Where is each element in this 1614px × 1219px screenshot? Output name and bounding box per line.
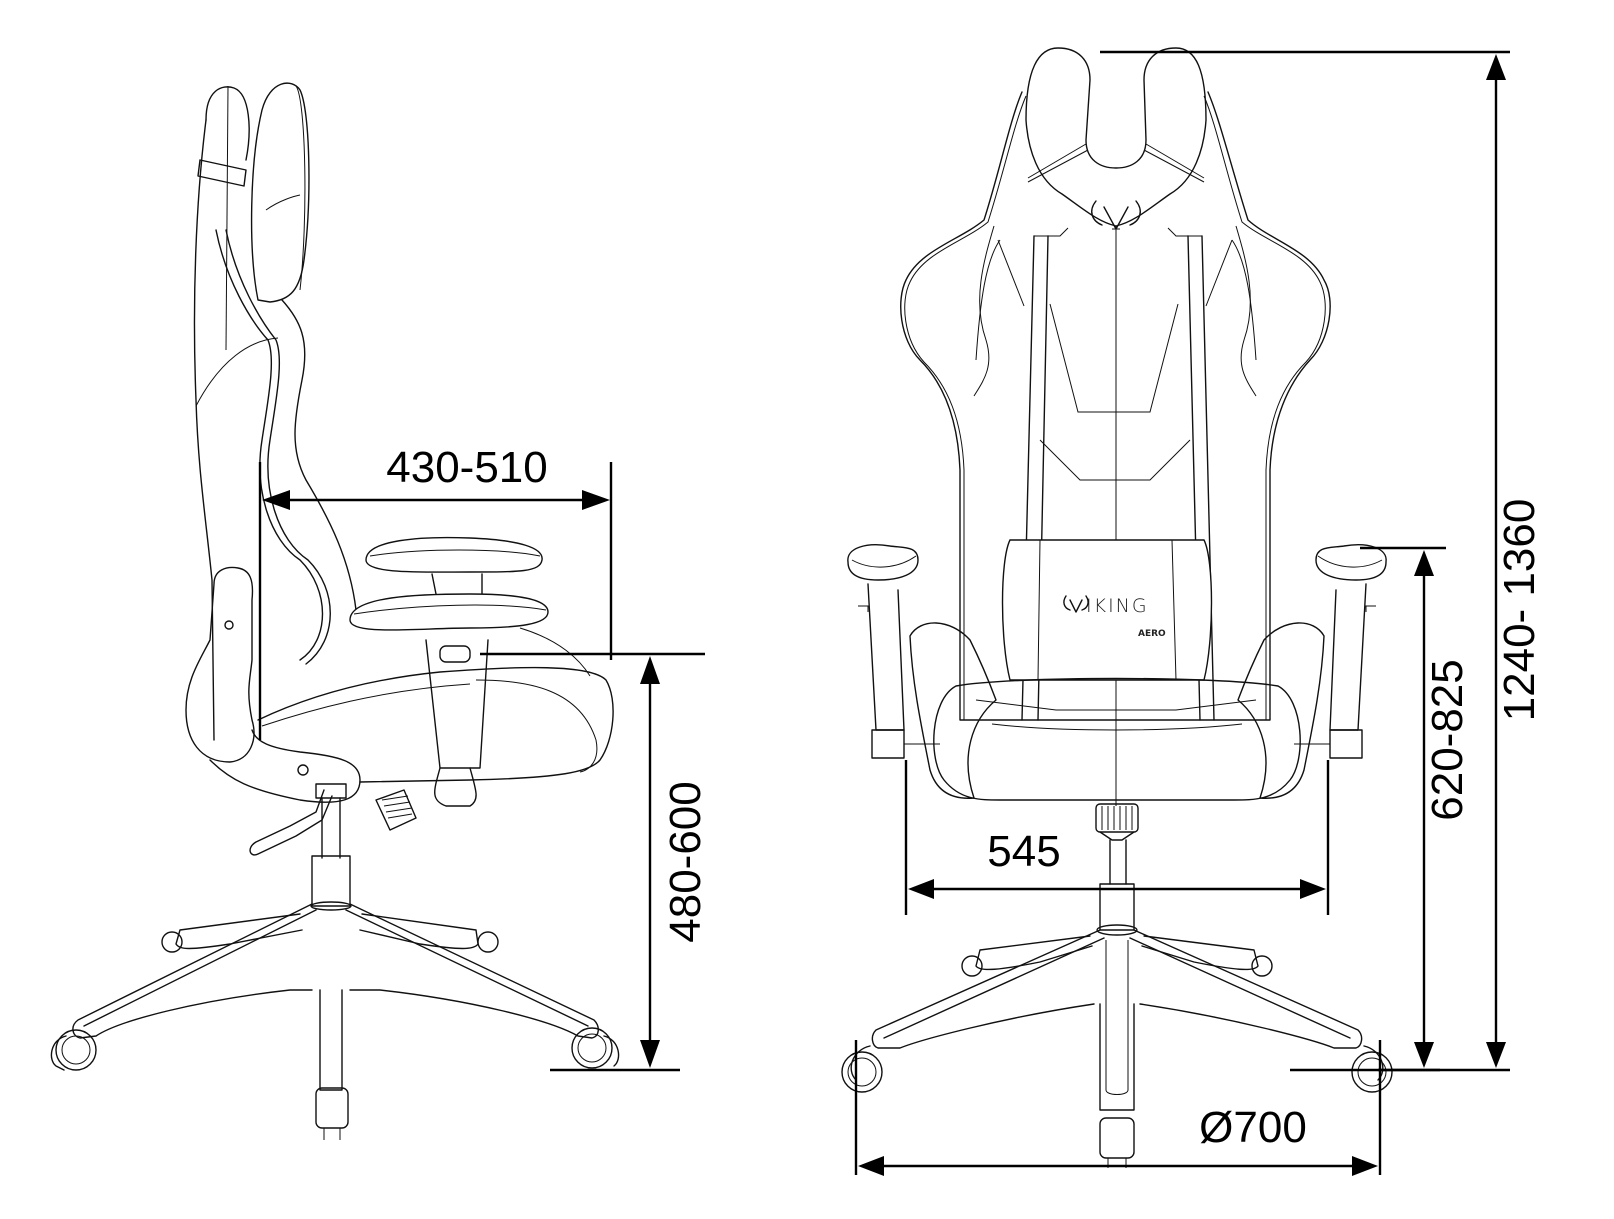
side-hinge-bolt [297, 764, 309, 776]
front-base-leg-left [871, 929, 1101, 1049]
front-headrest-logo-icon [1091, 200, 1141, 230]
dimension-armrest-height: 620-825 [1290, 546, 1472, 1072]
side-tilt-knob [375, 789, 417, 831]
side-headrest-strap [197, 159, 247, 187]
side-caster-front [315, 1087, 349, 1140]
front-caster-front [1099, 1117, 1135, 1168]
front-base-leg-back-left [975, 935, 1093, 971]
front-base-leg-center [1099, 1003, 1135, 1111]
front-armrest-left [847, 544, 940, 759]
dimension-overall-height: 1240- 1360 [1100, 50, 1544, 1072]
side-caster-back-left [161, 931, 183, 953]
front-seat-bolster-left [909, 622, 997, 799]
front-seat-cushion [933, 677, 1301, 801]
side-base-leg-right [349, 903, 599, 1039]
side-armrest-lower [349, 593, 549, 631]
front-gas-cylinder [1109, 839, 1127, 885]
front-view: IKING AERO [841, 47, 1393, 1168]
side-armrest-post [425, 639, 489, 769]
front-caster-back-left [961, 955, 983, 977]
side-mechanism [315, 783, 347, 799]
side-back-bolt [224, 620, 234, 630]
front-armrest-right [1294, 544, 1387, 759]
front-seat-bolster-right [1237, 622, 1325, 799]
side-armrest-upper [365, 536, 543, 573]
base-diameter-label: Ø700 [1199, 1103, 1307, 1152]
side-view [50, 82, 620, 1140]
dimension-base-diameter: Ø700 [854, 1040, 1382, 1176]
side-seat-cushion [257, 666, 614, 783]
side-cylinder-housing [311, 855, 351, 907]
side-base-leg-back-right [359, 913, 479, 950]
side-caster-back-right [477, 931, 499, 953]
dimension-seat-height: 480-600 [480, 652, 710, 1072]
front-caster-back-right [1251, 955, 1273, 977]
front-logo-icon [1063, 595, 1089, 613]
side-seat-hinge [209, 729, 361, 803]
front-logo-subtext: AERO [1138, 629, 1166, 639]
front-base-leg-right [1133, 929, 1363, 1049]
front-caster-left [841, 1045, 883, 1093]
side-base-leg-left [72, 903, 313, 1039]
front-backrest-outline [900, 91, 1331, 721]
side-caster-right [571, 1027, 620, 1069]
seat-width-label: 545 [987, 827, 1060, 876]
side-backrest [193, 119, 215, 741]
front-cylinder-housing [1099, 883, 1135, 931]
front-base-leg-back-right [1141, 935, 1259, 971]
seat-depth-label: 430-510 [386, 443, 547, 492]
side-backrest-top [205, 86, 250, 161]
overall-height-label: 1240- 1360 [1495, 499, 1544, 722]
side-caster-left [50, 1029, 97, 1071]
front-logo-text: IKING [1086, 595, 1149, 617]
side-base-leg-front [319, 989, 343, 1091]
side-headrest-pillow [250, 82, 310, 303]
side-gas-cylinder [321, 797, 341, 859]
side-base-leg-back-left [175, 913, 303, 950]
armrest-height-label: 620-825 [1423, 659, 1472, 820]
seat-height-label: 480-600 [661, 781, 710, 942]
dimension-seat-width: 545 [904, 760, 1330, 915]
dimension-seat-depth: 430-510 [258, 443, 613, 740]
side-height-lever [249, 789, 333, 856]
side-back-lower-panel [185, 566, 255, 763]
front-headrest [1025, 47, 1207, 227]
side-armrest-button [439, 645, 471, 663]
front-tilt-knob [1095, 803, 1139, 841]
